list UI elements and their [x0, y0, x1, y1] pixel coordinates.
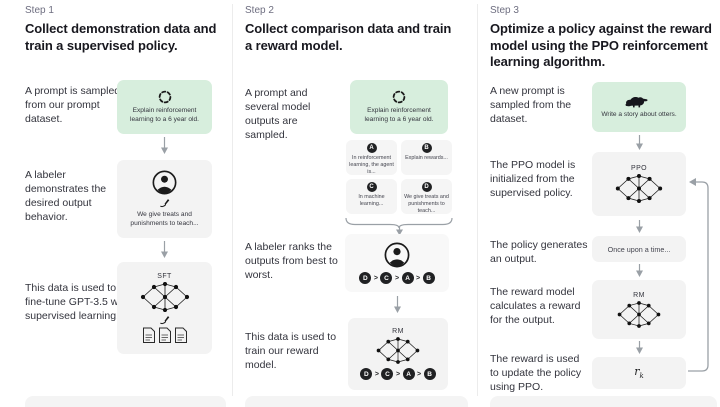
rank-separator: > [416, 274, 421, 282]
rank-separator: > [374, 370, 379, 378]
rank-separator: > [395, 370, 401, 378]
step2-prompt-label: A prompt and several model outputs are s… [245, 87, 311, 142]
output-text: We give treats and punishments to teach.… [404, 194, 449, 215]
step1-label: Step 1 [25, 5, 54, 16]
rank-circle: C [381, 368, 394, 380]
rank-circle: B [423, 368, 436, 380]
flow-arrow-down [161, 137, 168, 154]
rm-model-card: RM D > C > A > B [348, 318, 448, 390]
rank-circle: A [401, 272, 414, 284]
step1-labeler-label: A labeler demonstrates the desired outpu… [25, 169, 107, 224]
step3-update-label: The reward is used to update the policy … [490, 353, 582, 394]
output-text: In reinforcement learning, the agent is.… [349, 155, 394, 176]
step1-finetune-label: This data is used to fine-tune GPT-3.5 w… [25, 282, 130, 323]
column-divider [232, 4, 233, 396]
ppo-model-card: PPO [592, 152, 686, 216]
output-letter-badge: C [366, 182, 377, 192]
person-icon [384, 242, 410, 268]
ppo-model-label: PPO [631, 165, 647, 172]
rank-circle: C [380, 272, 393, 284]
prompt-card: Explain reinforcement learning to a 6 ye… [350, 80, 448, 134]
otter-icon [625, 97, 648, 108]
output-card-b: B Explain rewards... [401, 140, 452, 175]
rm-model-card: RM [592, 280, 686, 339]
rank-circle: B [422, 272, 435, 284]
flow-arrow-down [635, 220, 643, 233]
prompt-card: Explain reinforcement learning to a 6 ye… [117, 80, 212, 134]
flow-arrow-down [635, 341, 643, 354]
feedback-loop-arrow [688, 178, 709, 372]
prompt-caption: Write a story about otters. [601, 111, 677, 119]
pen-icon [160, 315, 170, 324]
neural-network-icon [617, 300, 661, 328]
person-icon [152, 170, 177, 195]
documents-icon [142, 327, 187, 343]
prompt-card: Write a story about otters. [592, 82, 686, 132]
sft-model-card: SFT [117, 262, 212, 354]
flow-arrow-down [395, 226, 403, 236]
rank-separator: > [373, 274, 378, 282]
brace-icon [345, 217, 453, 228]
column-divider [477, 4, 478, 396]
rank-separator: > [417, 370, 422, 378]
output-letter-badge: D [421, 182, 432, 192]
ranking-row: D > C > A > B [359, 272, 435, 284]
flow-arrow-down [393, 296, 401, 313]
neural-network-icon [615, 174, 663, 203]
output-text: Explain rewards... [405, 155, 448, 161]
step3-reward-calc-label: The reward model calculates a reward for… [490, 286, 581, 327]
step3-label: Step 3 [490, 5, 519, 16]
output-text: In machine learning... [358, 194, 385, 208]
rank-circle: D [360, 368, 373, 380]
neural-network-icon [140, 281, 189, 312]
rm-model-label: RM [633, 291, 645, 299]
sampling-icon [158, 90, 171, 104]
reward-symbol: rk [634, 365, 644, 381]
neural-network-icon [376, 337, 420, 364]
step3-output-label: The policy generates an output. [490, 239, 588, 266]
reward-value-card: rk [592, 357, 686, 389]
sampling-icon [392, 90, 406, 104]
cutoff-card [245, 396, 468, 407]
rank-separator: > [394, 274, 400, 282]
step2-label: Step 2 [245, 5, 274, 16]
output-letter-badge: A [366, 143, 377, 153]
sft-model-label: SFT [157, 272, 172, 280]
step2-train-label: This data is used to train our reward mo… [245, 331, 337, 372]
policy-output-card: Once upon a time... [592, 236, 686, 262]
step3-ppo-label: The PPO model is initialized from the su… [490, 159, 576, 200]
flow-arrow-down [635, 135, 643, 150]
cutoff-card [25, 396, 226, 407]
labeler-caption: We give treats and punishments to teach.… [130, 210, 199, 227]
step2-heading: Collect comparison data and train a rewa… [245, 21, 452, 53]
pen-icon [160, 198, 170, 207]
prompt-caption: Explain reinforcement learning to a 6 ye… [130, 106, 199, 123]
step3-prompt-label: A new prompt is sampled from the dataset… [490, 85, 572, 126]
flow-arrow-down [161, 241, 168, 258]
step2-rank-label: A labeler ranks the outputs from best to… [245, 241, 338, 282]
flow-arrow-down [635, 264, 643, 277]
output-letter-badge: B [421, 143, 432, 153]
rank-circle: D [359, 272, 372, 284]
prompt-caption: Explain reinforcement learning to a 6 ye… [364, 106, 434, 123]
policy-output-text: Once upon a time... [607, 244, 671, 254]
step3-heading: Optimize a policy against the reward mod… [490, 21, 712, 70]
labeler-card: We give treats and punishments to teach.… [117, 160, 212, 238]
labeler-ranking-card: D > C > A > B [345, 234, 449, 292]
step1-heading: Collect demonstration data and train a s… [25, 21, 217, 53]
output-card-c: C In machine learning... [346, 179, 397, 214]
step1-prompt-label: A prompt is sampled from our prompt data… [25, 85, 121, 126]
ranking-row: D > C > A > B [360, 368, 436, 380]
output-card-a: A In reinforcement learning, the agent i… [346, 140, 397, 175]
output-card-d: D We give treats and punishments to teac… [401, 179, 452, 214]
rank-circle: A [402, 368, 415, 380]
rm-model-label: RM [392, 328, 404, 335]
cutoff-card [490, 396, 717, 407]
